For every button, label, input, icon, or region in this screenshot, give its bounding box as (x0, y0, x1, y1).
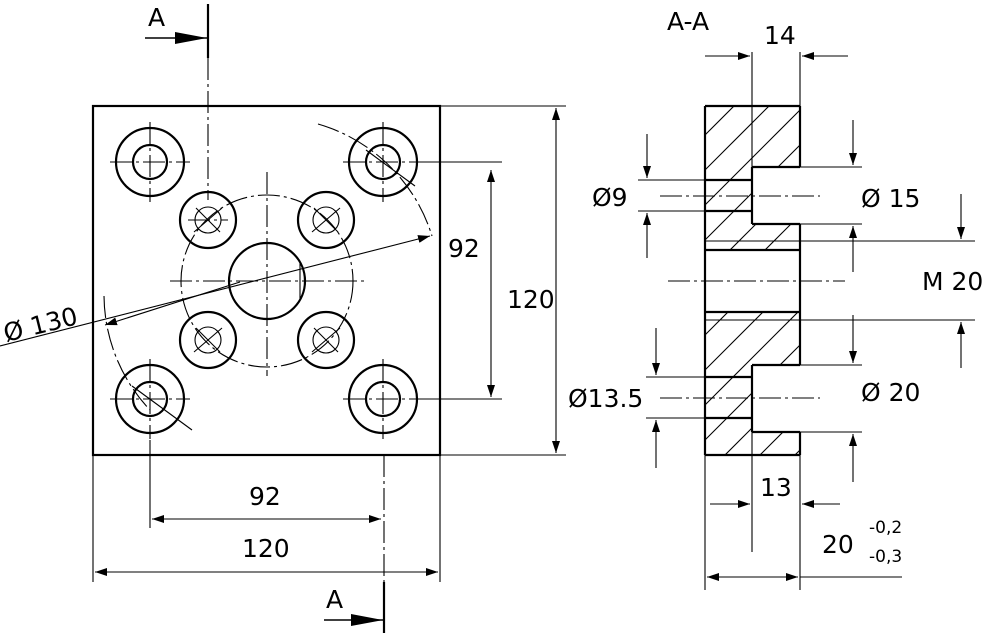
plate-outline (91, 104, 442, 457)
corner-hole-bottom-left (110, 359, 193, 439)
dim-120-vertical-label: 120 (507, 285, 555, 314)
section-mark-bottom: A (324, 582, 386, 633)
dim-20-tol-upper: -0,2 (869, 518, 902, 538)
section-view: A-A (568, 7, 983, 590)
dim-20-tol-lower: -0,3 (869, 547, 902, 567)
dim-d15: Ø 15 (800, 120, 920, 272)
dim-d13-5-label: Ø13.5 (568, 384, 643, 413)
section-view-title: A-A (667, 7, 709, 36)
section-hatching (705, 106, 800, 455)
dim-20-label: 20 (822, 530, 854, 559)
dim-d9-label: Ø9 (592, 183, 628, 212)
dim-20: 20 -0,2 -0,3 (707, 518, 902, 581)
section-outline (703, 104, 802, 457)
threaded-hole-bottom-left (178, 310, 238, 370)
threaded-hole-top-right (296, 190, 356, 250)
dim-92-horizontal-label: 92 (249, 482, 281, 511)
dim-d15-label: Ø 15 (861, 184, 920, 213)
threaded-hole-top-left (178, 190, 238, 250)
corner-hole-top-right (343, 122, 423, 202)
dim-d20-label: Ø 20 (861, 378, 920, 407)
dim-d13-5: Ø13.5 (568, 328, 705, 468)
central-bore (227, 241, 307, 321)
threaded-hole-bottom-right (296, 310, 356, 370)
dim-bolt-circle-label: Ø 130 (0, 301, 80, 347)
dim-m20-label: M 20 (922, 267, 983, 296)
dim-92-vertical: 92 (420, 161, 502, 400)
dim-bolt-circle: Ø 130 (0, 235, 431, 348)
dim-14-label: 14 (764, 21, 796, 50)
dim-m20: M 20 (800, 194, 983, 368)
section-mark-top-label: A (148, 3, 165, 32)
corner-hole-top-left (110, 122, 190, 202)
dim-13: 13 (704, 432, 840, 590)
dim-120-horizontal: 120 (92, 455, 441, 582)
dim-d9: Ø9 (592, 134, 705, 258)
dim-92-horizontal: 92 (149, 440, 381, 528)
section-mark-top: A (145, 3, 210, 58)
corner-hole-bottom-right (343, 359, 423, 439)
dim-13-label: 13 (760, 473, 792, 502)
outer-pitch-circle-arc (317, 123, 433, 237)
dim-120-vertical: 120 (440, 105, 566, 456)
dim-92-vertical-label: 92 (448, 234, 480, 263)
dim-120-horizontal-label: 120 (242, 534, 290, 563)
dim-14: 14 (705, 21, 848, 167)
section-mark-bottom-label: A (326, 585, 343, 614)
front-view: Ø 130 92 120 92 120 (0, 58, 566, 582)
dim-d20: Ø 20 (800, 315, 920, 482)
